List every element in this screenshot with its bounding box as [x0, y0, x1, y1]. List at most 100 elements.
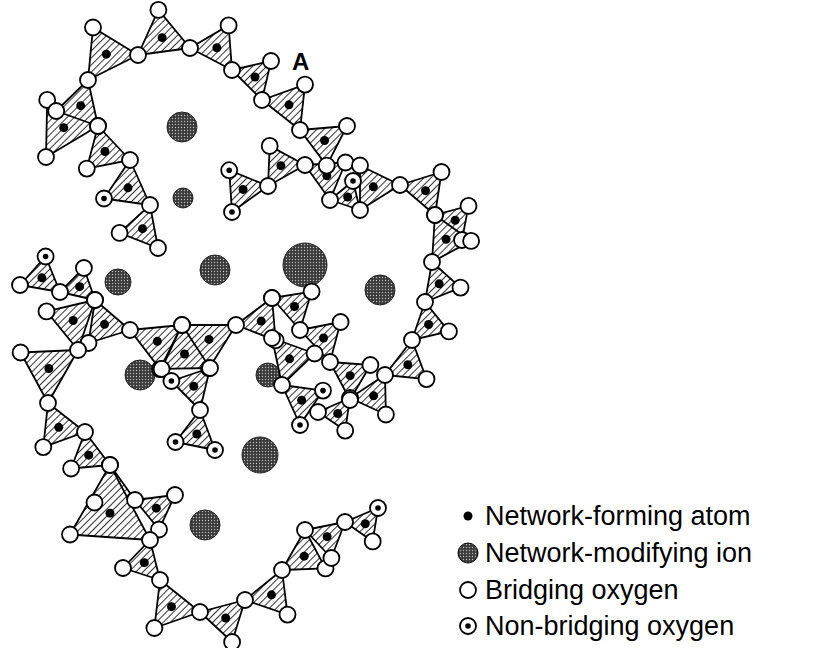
former-atom	[167, 602, 176, 611]
bridging-oxygen	[319, 158, 335, 174]
bridging-oxygen	[339, 118, 355, 134]
bridging-oxygen	[146, 620, 162, 636]
bridging-oxygen	[39, 303, 55, 319]
former-atom	[221, 614, 230, 623]
former-atom	[37, 273, 46, 282]
bridging-oxygen	[90, 118, 106, 134]
former-atom	[102, 50, 111, 59]
bridging-oxygen	[378, 407, 394, 423]
bridging-oxygen	[40, 395, 56, 411]
bridging-oxygen	[152, 572, 168, 588]
bridging-oxygen	[307, 346, 323, 362]
bridging-oxygen	[392, 177, 408, 193]
former-atom	[212, 43, 221, 52]
modifier-ion	[105, 269, 131, 295]
bridging-oxygen	[254, 92, 270, 108]
bridging-oxygen	[77, 424, 93, 440]
bridging-oxygen	[12, 277, 28, 293]
former-atom	[369, 391, 378, 400]
bridging-oxygen	[174, 317, 190, 333]
bridging-oxygen	[337, 514, 353, 530]
bridging-oxygen	[122, 322, 138, 338]
bridging-oxygen	[260, 178, 276, 194]
former-atom	[369, 182, 378, 191]
former-atom	[320, 136, 329, 145]
bridging-oxygen	[310, 404, 326, 420]
modifier-ion	[200, 255, 230, 285]
modifier-ion	[242, 437, 278, 473]
former-atom	[100, 320, 109, 329]
nbo-dot	[297, 422, 303, 428]
bridging-oxygen	[342, 392, 358, 408]
bridging-oxygen	[262, 138, 278, 154]
bridging-oxygen	[221, 17, 237, 33]
bridging-oxygen	[263, 53, 279, 69]
bridging-oxygen	[264, 290, 280, 306]
non-bridging-oxygen	[207, 442, 223, 458]
bridging-oxygen	[297, 77, 313, 93]
non-bridging-oxygen	[163, 373, 179, 389]
former-atom	[319, 334, 328, 343]
bridging-oxygen	[461, 198, 477, 214]
non-bridging-oxygen	[168, 434, 184, 450]
legend-text: Network-forming atom	[485, 503, 751, 530]
former-atom	[451, 216, 460, 225]
legend-symbols	[458, 512, 478, 635]
former-atom	[323, 532, 332, 541]
non-bridging-oxygen	[221, 162, 237, 178]
non-bridging-oxygen	[224, 204, 240, 220]
former-atom	[424, 320, 433, 329]
former-atom	[435, 279, 444, 288]
non-bridging-oxygen	[38, 249, 54, 265]
bridging-oxygen	[424, 254, 440, 270]
bridging-oxygen	[434, 164, 450, 180]
bridging-oxygen	[85, 20, 101, 36]
bridging-oxygen	[63, 461, 79, 477]
bridging-oxygen	[150, 2, 166, 18]
non-bridging-oxygen-symbol	[460, 618, 476, 634]
former-atom	[54, 423, 63, 432]
tetrahedron	[70, 465, 150, 540]
non-bridging-oxygen	[370, 500, 386, 516]
bridging-oxygen	[427, 207, 443, 223]
bridging-oxygen	[237, 592, 253, 608]
bridging-oxygen	[280, 607, 296, 623]
bridging-oxygen	[13, 345, 29, 361]
modifier-ion	[283, 243, 327, 287]
bridging-oxygen	[52, 284, 68, 300]
nbo-dot	[169, 378, 175, 384]
former-atom	[361, 519, 370, 528]
former-atom	[124, 183, 133, 192]
bridging-oxygen	[112, 225, 128, 241]
bridging-oxygen	[322, 192, 338, 208]
modifier-ion	[173, 188, 193, 208]
former-atom	[192, 430, 201, 439]
former-atom	[106, 509, 115, 518]
nbo-dot	[212, 447, 218, 453]
bridging-oxygen	[76, 260, 92, 276]
bridging-oxygen	[192, 402, 208, 418]
non-bridging-oxygen	[292, 417, 308, 433]
nbo-dot	[229, 209, 235, 215]
former-atom	[180, 349, 189, 358]
bridging-oxygen	[377, 367, 393, 383]
bridging-oxygen	[62, 527, 78, 543]
bridging-oxygen	[453, 280, 469, 296]
former-atom	[251, 73, 260, 82]
nbo-dot	[101, 196, 107, 202]
bridging-oxygen	[174, 317, 190, 333]
bridging-oxygen	[297, 522, 313, 538]
bridging-oxygen	[352, 158, 368, 174]
legend-text: Network-modifying ion	[485, 540, 752, 567]
bridging-oxygen	[201, 360, 217, 376]
bridging-oxygen	[79, 161, 95, 177]
bridging-oxygen	[264, 290, 280, 306]
bridging-oxygen	[404, 332, 420, 348]
bridging-oxygen	[304, 284, 320, 300]
bridging-oxygen	[142, 197, 158, 213]
former-atom	[267, 590, 276, 599]
former-atom	[421, 186, 430, 195]
bridging-oxygen	[202, 360, 218, 376]
former-atom	[403, 360, 412, 369]
non-bridging-oxygen	[345, 173, 361, 189]
